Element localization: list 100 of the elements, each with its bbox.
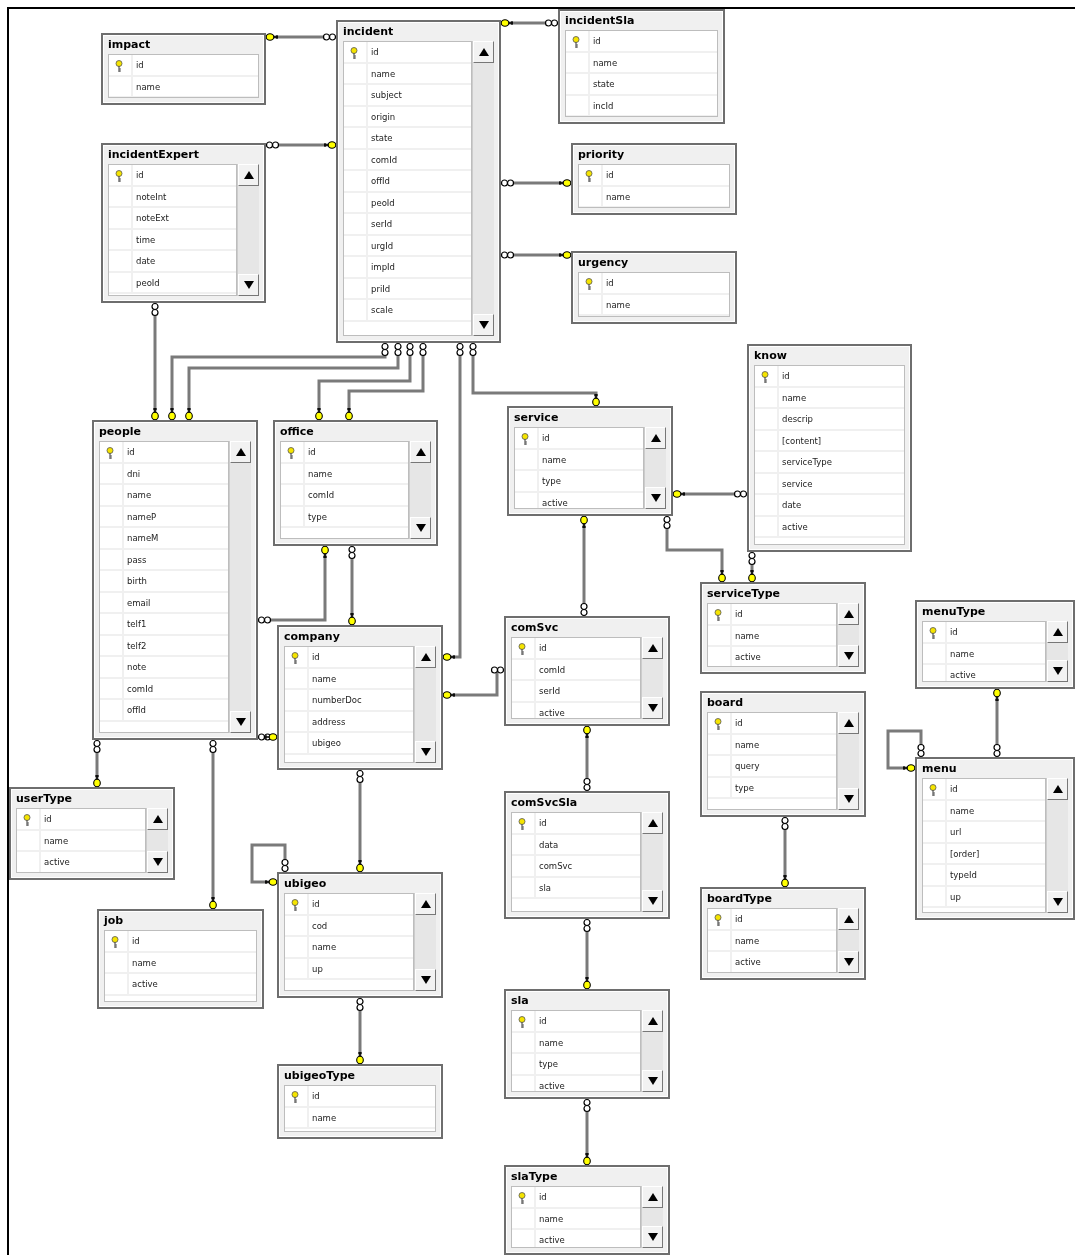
relationship-line [469, 342, 601, 407]
relationship-line [582, 918, 592, 990]
relationship-line [442, 342, 464, 662]
table-title: menu [922, 762, 957, 775]
table-title: priority [578, 148, 625, 161]
relationship-line [92, 739, 102, 788]
relationship-line [257, 732, 278, 742]
table-title: service [514, 411, 559, 424]
column-name: name [735, 739, 760, 751]
relationship-line [500, 250, 572, 260]
table-title: comSvcSla [511, 796, 578, 809]
table-title: sla [511, 994, 529, 1007]
column-name: id [308, 447, 316, 458]
column-name: comId [127, 683, 154, 695]
column-name: id [539, 1016, 547, 1027]
column-name: name [735, 630, 760, 642]
column-name: telf1 [127, 619, 147, 630]
column-name: id [44, 814, 52, 825]
column-name: id [539, 1192, 547, 1203]
column-name: comId [371, 154, 398, 166]
column-name: url [950, 827, 962, 838]
column-name: id [312, 652, 320, 663]
table-title: userType [16, 792, 72, 805]
column-name: dni [127, 468, 141, 480]
column-name: urgId [371, 240, 394, 252]
relationship-line [250, 843, 289, 887]
table-box [277, 872, 443, 998]
table-title: incidentSla [565, 14, 635, 27]
table-title: incident [343, 25, 394, 38]
column-name: active [539, 1235, 565, 1246]
column-name: comId [539, 664, 566, 676]
column-name: name [539, 1213, 564, 1225]
table-title: company [284, 630, 340, 643]
column-name: id [312, 899, 320, 910]
column-name: active [44, 857, 70, 868]
column-name: name [308, 468, 333, 480]
column-name: name [606, 191, 631, 203]
column-name: id [950, 784, 958, 795]
column-name: descrip [782, 414, 813, 425]
column-name: numberDoc [312, 695, 362, 706]
relationship-line [500, 178, 572, 188]
table-box [504, 989, 670, 1099]
column-name: name [312, 1112, 337, 1124]
relationship-line [150, 302, 160, 421]
relationship-line [442, 666, 505, 700]
table-title: incidentExpert [108, 148, 199, 161]
column-name: type [539, 1059, 558, 1070]
column-name: cod [312, 920, 328, 932]
column-name: date [136, 256, 156, 267]
column-name: name [735, 935, 760, 947]
column-name: time [136, 234, 156, 246]
column-name: name [44, 835, 69, 847]
column-name: priId [371, 283, 391, 295]
column-name: origin [371, 111, 396, 123]
relationship-line [663, 515, 727, 583]
table-box [101, 33, 266, 105]
table-title: office [280, 425, 314, 438]
column-name: active [950, 670, 976, 681]
column-name: [content] [782, 435, 822, 447]
column-name: active [735, 652, 761, 663]
table-box [915, 600, 1075, 689]
column-name: peoId [371, 197, 395, 209]
column-name: name [782, 392, 807, 404]
relationship-line [265, 140, 337, 150]
table-box [277, 1064, 443, 1139]
relationship-line [314, 342, 414, 421]
relationship-line [265, 32, 337, 42]
table-box [571, 251, 737, 324]
column-name: typeId [950, 870, 977, 881]
table-title: impact [108, 38, 151, 51]
column-name: id [539, 818, 547, 829]
column-name: up [950, 891, 961, 903]
column-name: name [127, 490, 152, 501]
column-name: serId [539, 686, 561, 697]
column-name: subject [371, 90, 402, 101]
table-title: serviceType [707, 587, 781, 600]
column-name: id [950, 627, 958, 638]
table-title: board [707, 696, 744, 709]
relationship-line [780, 816, 790, 888]
column-name: name [593, 57, 618, 69]
table-box [101, 143, 266, 303]
column-name: state [371, 133, 393, 144]
column-name: id [127, 447, 135, 458]
table-title: slaType [511, 1170, 558, 1183]
column-name: id [136, 170, 144, 181]
column-name: ubigeo [312, 738, 341, 749]
column-name: id [782, 371, 790, 382]
relationship-line [672, 489, 748, 499]
table-box [915, 757, 1075, 920]
column-name: id [735, 609, 743, 620]
relationship-line [344, 342, 427, 421]
relationship-line [579, 515, 589, 617]
table-title: urgency [578, 256, 629, 269]
column-name: active [735, 957, 761, 968]
column-name: incId [593, 100, 614, 112]
table-title: ubigeoType [284, 1069, 356, 1082]
table-box [92, 420, 258, 740]
table-box [504, 1165, 670, 1255]
column-name: id [371, 47, 379, 58]
column-name: name [542, 454, 567, 466]
